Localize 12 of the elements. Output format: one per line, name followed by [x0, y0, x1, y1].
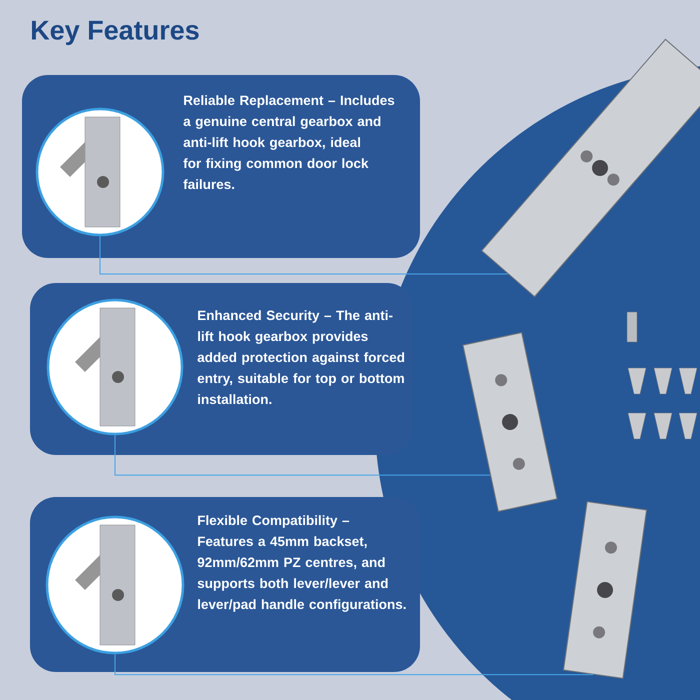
gearbox-picture	[562, 501, 648, 679]
title: Key Features	[32, 20, 199, 46]
gearbox-picture	[46, 516, 184, 654]
gearbox-picture	[36, 108, 164, 236]
gearbox-picture	[481, 38, 700, 298]
leader-line	[114, 654, 594, 676]
leader-line	[114, 434, 491, 476]
node-label: Flexible Compatibility – Features a 45mm backset, 92mm/62mm PZ centres, and supports both lever/lever and lever/pad handle configurations.	[198, 515, 406, 612]
gearbox-picture	[46, 298, 184, 436]
node-label: Enhanced Security – The anti-lift hook gearbox provides added protection against forced entry, suitable for top or bottom installation.	[198, 310, 404, 404]
leader-line	[100, 236, 508, 275]
gearbox-picture	[462, 332, 558, 512]
